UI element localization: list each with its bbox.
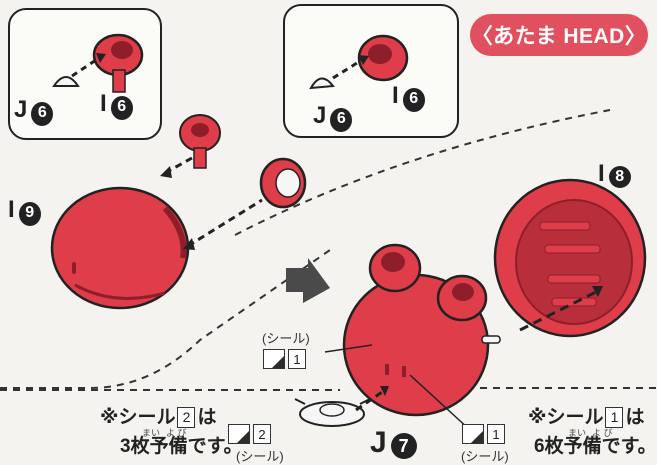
sticker-number: 1 (288, 349, 306, 369)
clear-part-j7 (294, 398, 371, 427)
note-suffix: は (625, 406, 645, 428)
part-number: 6 (110, 96, 133, 120)
part-code-j7: J 7 (370, 426, 417, 460)
panel-left-art (52, 33, 144, 93)
spare-sticker-note-left: ※シール 2 は まい よ び 3枚予備です。 (100, 407, 243, 457)
head-front-assembled (342, 243, 501, 417)
note-ruby: まい (568, 428, 587, 438)
part-number: 6 (330, 108, 353, 132)
part-letter: I (100, 90, 107, 117)
head-shell-i8 (493, 178, 647, 338)
part-letter: I (598, 160, 605, 187)
spare-sticker-note-right: ※シール 1 は まい よ び 6枚予備です。 (528, 407, 657, 457)
eye-disc-upper (179, 114, 221, 169)
eye-disc-lower (259, 157, 307, 209)
part-number: 7 (390, 433, 417, 459)
note-prefix: ※シール (100, 406, 176, 428)
part-code-i6-right: I 6 (392, 82, 425, 112)
section-title: 〈あたま HEAD〉 (470, 14, 648, 56)
divider-line-left (0, 249, 331, 389)
part-code-i8: I 8 (598, 160, 631, 188)
sticker-caption-upper: (シール) (262, 331, 310, 346)
part-letter: J (370, 426, 387, 459)
sticker-number: 1 (487, 424, 505, 444)
note-text: 6枚予備です。 (534, 436, 657, 457)
part-code-j6-right: J 6 (313, 102, 353, 132)
sticker-caption-left: (シール) (236, 449, 284, 464)
part-letter: J (14, 96, 28, 123)
divider-line-upper (234, 109, 611, 236)
sticker-sheet-icon (228, 424, 250, 444)
sticker-sheet-icon (263, 349, 285, 369)
head-shell-i9 (50, 186, 190, 310)
sticker-caption-right: (シール) (461, 449, 509, 464)
part-number: 6 (31, 102, 54, 126)
part-number: 6 (402, 88, 425, 112)
step-arrow-icon (286, 258, 330, 303)
note-ruby: まい (142, 428, 161, 438)
part-code-j6-left: J 6 (14, 96, 54, 126)
sticker-sheet-icon (462, 424, 484, 444)
note-ruby: よ び (592, 428, 613, 438)
panel-right-art (309, 34, 409, 90)
note-suffix: は (197, 406, 217, 428)
note-sticker-number: 2 (177, 407, 196, 428)
part-letter: I (8, 196, 15, 223)
sticker-ref-right: 1 (462, 424, 505, 444)
part-number: 8 (608, 166, 631, 188)
sticker-ref-left: 2 (228, 424, 271, 444)
part-number: 9 (18, 202, 41, 226)
part-code-i6-left: I 6 (100, 90, 133, 120)
note-prefix: ※シール (528, 406, 604, 428)
part-letter: I (392, 82, 399, 109)
note-ruby: よ び (166, 428, 187, 438)
part-letter: J (313, 102, 327, 129)
part-code-i9: I 9 (8, 196, 41, 226)
sub-assembly-panel-right (283, 4, 459, 138)
note-text: 3枚予備です。 (120, 436, 243, 457)
sticker-number: 2 (253, 424, 271, 444)
sticker-ref-upper: 1 (263, 349, 306, 369)
note-sticker-number: 1 (605, 407, 624, 428)
